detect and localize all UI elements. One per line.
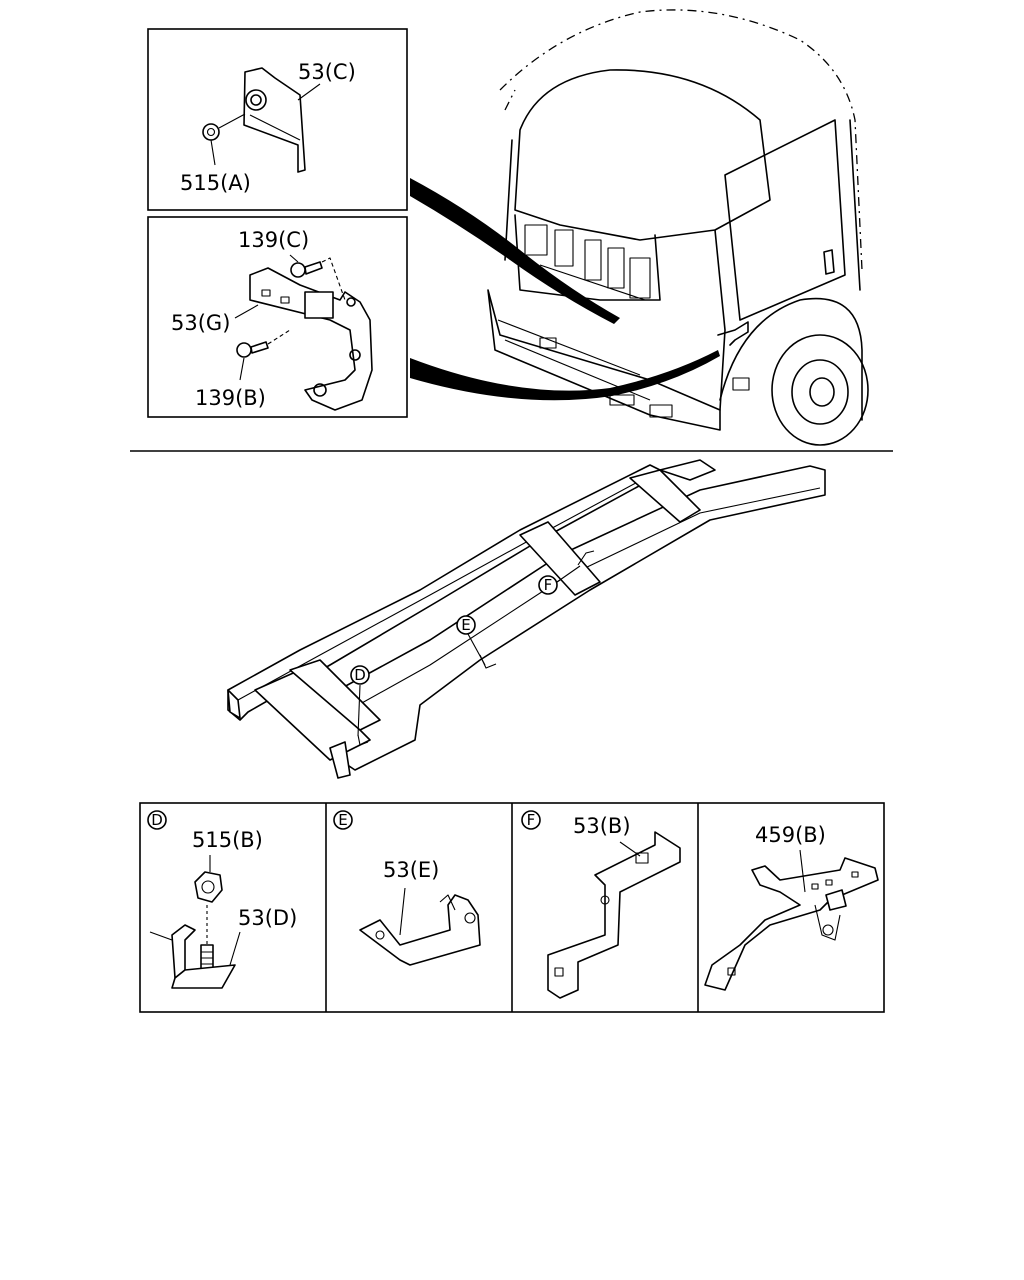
label-53g: 53(G) — [171, 311, 230, 335]
callout-e: E — [461, 616, 470, 634]
detail-box-53g: 139(C) 53(G) 139(B) — [147, 216, 408, 418]
bottom-detail-panels: D 515(B) 53(D) E 53(E) — [139, 802, 885, 1013]
panel-f-label-53b: 53(B) — [573, 814, 631, 838]
panel-d-letter: D — [151, 811, 163, 829]
panel-f-letter: F — [527, 811, 536, 829]
panel-459b: 459(B) — [704, 823, 879, 991]
callout-e-circle — [456, 615, 476, 635]
panel-459b-label: 459(B) — [755, 823, 826, 847]
panel-f: F 53(B) — [521, 810, 681, 999]
panel-e-letter: E — [338, 811, 347, 829]
callout-d-circle — [350, 665, 370, 685]
label-515a: 515(A) — [180, 171, 251, 195]
panel-d-label-515b: 515(B) — [192, 828, 263, 852]
chassis-frame-illustration: D E F — [227, 459, 826, 779]
panel-e-label-53e: 53(E) — [383, 858, 439, 882]
panel-d-label-53d: 53(D) — [238, 906, 297, 930]
panel-d: D 515(B) 53(D) — [147, 810, 297, 989]
panel-e: E 53(E) — [333, 810, 481, 966]
label-139c: 139(C) — [238, 228, 309, 252]
truck-cab-illustration — [410, 9, 869, 446]
label-53c: 53(C) — [298, 60, 356, 84]
detail-box-53c: 53(C) 515(A) — [147, 28, 408, 211]
label-139b: 139(B) — [195, 386, 266, 410]
callout-f-circle — [538, 575, 558, 595]
callout-f: F — [544, 576, 553, 594]
callout-d: D — [354, 666, 366, 684]
